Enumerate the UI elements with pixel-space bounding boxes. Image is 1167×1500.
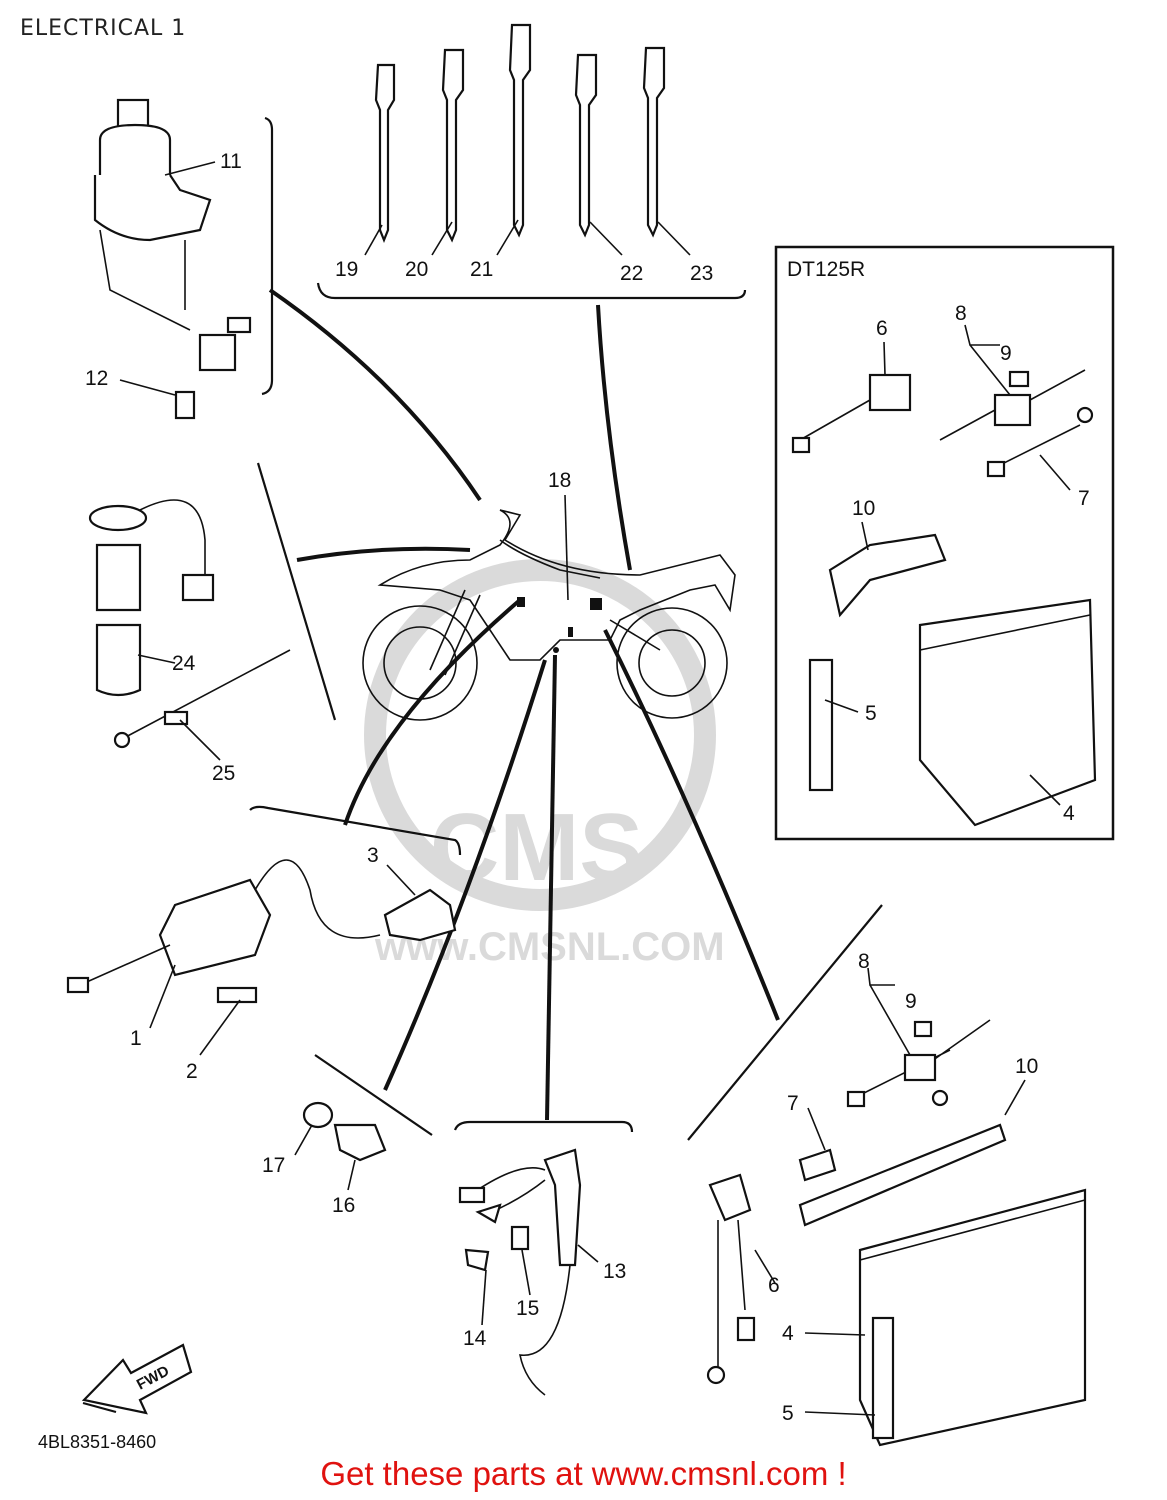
callout-13: 13 xyxy=(603,1260,626,1283)
callout-inset-7: 7 xyxy=(1078,487,1090,510)
callout-19: 19 xyxy=(335,258,358,281)
callout-labels: 11 12 19 20 21 22 23 18 24 25 6 8 9 7 10… xyxy=(85,150,1090,1425)
callout-inset-4: 4 xyxy=(1063,802,1075,825)
callout-14: 14 xyxy=(463,1327,487,1350)
callout-1: 1 xyxy=(130,1027,142,1050)
footer-link[interactable]: Get these parts at www.cmsnl.com ! xyxy=(320,1455,847,1492)
sensor-13-parts xyxy=(458,1148,582,1396)
callout-inset-6: 6 xyxy=(876,317,888,340)
callout-bat-8: 8 xyxy=(858,950,870,973)
page-title: ELECTRICAL 1 xyxy=(20,16,187,41)
callout-bat-6: 6 xyxy=(768,1274,780,1297)
callout-2: 2 xyxy=(186,1060,198,1083)
callout-16: 16 xyxy=(332,1194,355,1217)
main-switch-part xyxy=(93,98,252,420)
callout-15: 15 xyxy=(516,1297,539,1320)
callout-20: 20 xyxy=(405,258,428,281)
watermark-logo: CMS xyxy=(430,794,643,901)
callout-3: 3 xyxy=(367,844,379,867)
callout-inset-8: 8 xyxy=(955,302,967,325)
callout-bat-10: 10 xyxy=(1015,1055,1038,1078)
ignition-coil-parts xyxy=(66,859,457,1004)
callout-24: 24 xyxy=(172,652,196,675)
harness-leader-wires xyxy=(268,288,780,1121)
inset-title: DT125R xyxy=(787,258,865,281)
callout-bat-4: 4 xyxy=(782,1322,794,1345)
diagram-code: 4BL8351-8460 xyxy=(38,1432,156,1452)
callout-bat-7: 7 xyxy=(787,1092,799,1115)
callout-bat-9: 9 xyxy=(905,990,917,1013)
fwd-arrow: FWD xyxy=(81,1343,193,1415)
callout-inset-9: 9 xyxy=(1000,342,1012,365)
sensor-24-25-parts xyxy=(88,499,291,749)
battery-parts xyxy=(706,1019,1087,1447)
cable-bands xyxy=(374,23,666,243)
callout-25: 25 xyxy=(212,762,235,785)
callout-17: 17 xyxy=(262,1154,285,1177)
group-brackets xyxy=(249,116,883,1141)
callout-12: 12 xyxy=(85,367,108,390)
neutral-switch-parts xyxy=(302,1101,387,1162)
fwd-arrow-icon xyxy=(82,1401,117,1414)
callout-leaders xyxy=(119,161,1071,1416)
callout-bat-5: 5 xyxy=(782,1402,794,1425)
callout-inset-5: 5 xyxy=(865,702,877,725)
callout-23: 23 xyxy=(690,262,713,285)
callout-11: 11 xyxy=(220,150,242,173)
dt125r-inset-frame xyxy=(774,245,1115,841)
callout-21: 21 xyxy=(470,258,493,281)
inset-parts xyxy=(791,369,1097,827)
callout-inset-10: 10 xyxy=(852,497,875,520)
callout-18: 18 xyxy=(548,469,571,492)
callout-22: 22 xyxy=(620,262,643,285)
